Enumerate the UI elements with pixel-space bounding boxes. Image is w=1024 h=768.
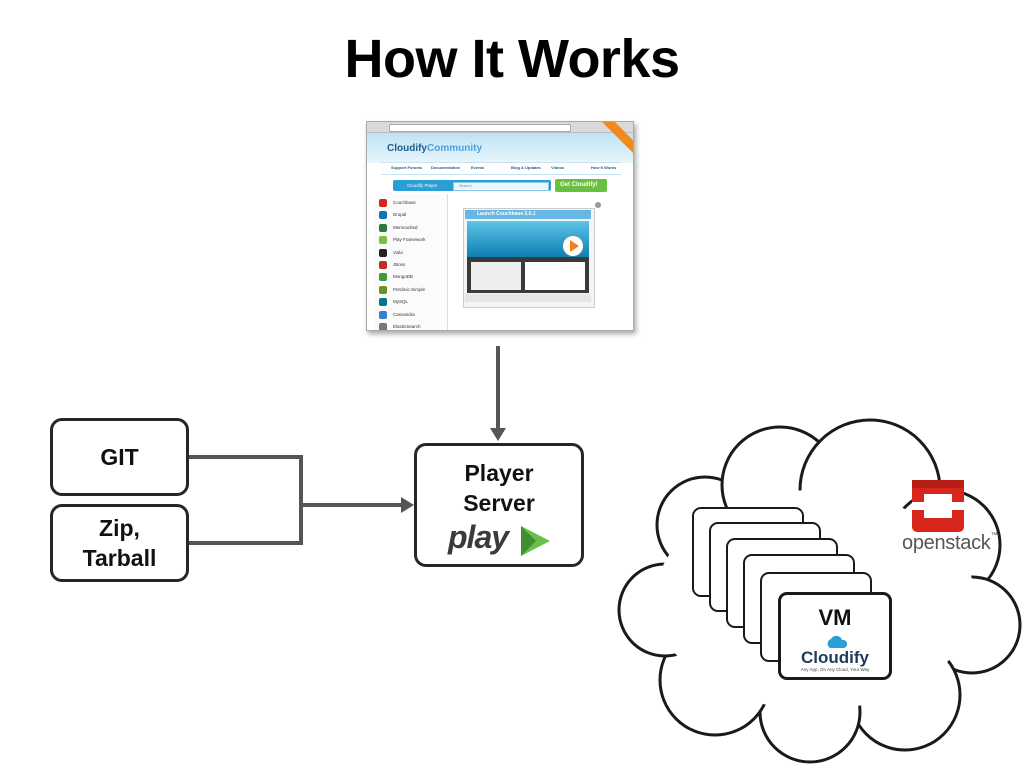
page-title: How It Works — [344, 29, 680, 89]
play-logo-text: play — [448, 519, 509, 555]
app-icon — [379, 310, 387, 319]
play-video-triangle — [570, 240, 579, 252]
app-list-item[interactable]: Couchbase — [393, 200, 416, 205]
app-icon — [379, 223, 387, 232]
cloudify-tagline: Any App, On Any Cloud, Your Way — [800, 667, 870, 672]
zip-label-line1: Zip, — [99, 515, 140, 541]
app-list-item[interactable]: Memcached — [393, 224, 418, 230]
get-cloudify-button[interactable] — [555, 179, 607, 192]
app-icon — [379, 261, 387, 269]
app-list-item[interactable]: Voila — [393, 249, 403, 255]
brand-part1: Cloudify — [387, 143, 427, 154]
app-icon — [379, 236, 387, 245]
app-sidebar — [375, 194, 448, 330]
app-list-item[interactable]: ElasticSearch — [393, 324, 421, 329]
app-icon — [379, 273, 387, 282]
app-icon — [379, 211, 387, 220]
git-source-box: GIT — [50, 418, 189, 496]
app-list-item[interactable]: MongoDB — [393, 274, 414, 280]
launch-title-bar — [465, 210, 591, 219]
screenshot-nav-item[interactable]: Documentation — [431, 165, 461, 170]
help-icon[interactable] — [595, 202, 601, 208]
player-server-box: Player Server play — [414, 443, 584, 567]
player-label-line1: Player — [464, 460, 534, 486]
openstack-logo-icon — [912, 480, 964, 532]
app-icon — [379, 285, 387, 294]
zip-connector-h — [189, 541, 303, 545]
app-list-item[interactable]: JBoss — [393, 262, 406, 267]
panel-footer — [465, 294, 591, 302]
search-input[interactable] — [453, 182, 549, 191]
to-player-connector — [303, 503, 403, 507]
zip-tarball-source-box: Zip, Tarball — [50, 504, 189, 582]
console-pane — [471, 262, 521, 290]
get-cloudify-label: Get Cloudify! — [560, 182, 598, 188]
openstack-label: openstack™ — [902, 532, 997, 555]
app-list-item[interactable]: Cassandra — [393, 311, 415, 317]
search-placeholder: Search — [459, 183, 472, 188]
screenshot-to-player-arrowhead — [490, 428, 506, 441]
site-header — [367, 133, 633, 163]
screenshot-nav-item[interactable]: How It Works — [591, 165, 617, 170]
git-label: GIT — [100, 444, 139, 470]
screenshot-nav-item[interactable]: Events — [471, 165, 485, 170]
address-bar — [389, 124, 571, 132]
vm-label: VM — [818, 605, 852, 630]
cloudify-cloud-icon — [827, 635, 848, 648]
site-logo: CloudifyCommunity — [387, 143, 482, 154]
app-list-item[interactable]: MySQL — [393, 299, 409, 305]
launch-title: Launch Couchbase 2.0.1 — [477, 211, 536, 217]
merge-connector-v — [299, 455, 303, 545]
app-list-item[interactable]: Drupal — [393, 212, 407, 218]
git-connector-h — [189, 455, 303, 459]
app-list-item[interactable]: Play Framework — [393, 237, 426, 243]
screenshot-to-player-connector — [496, 346, 500, 430]
player-label: Cloudify Player — [407, 183, 438, 188]
app-icon — [379, 298, 387, 307]
cloudify-logo-text: Cloudify — [801, 648, 869, 667]
zip-label-line2: Tarball — [82, 545, 157, 571]
to-player-arrowhead — [401, 497, 414, 513]
trademark-mark: ™ — [990, 532, 998, 539]
screenshot-nav-item[interactable]: Support Forums — [391, 165, 423, 170]
app-icon — [379, 199, 387, 207]
play-framework-logo: play — [444, 519, 554, 558]
app-list-item[interactable]: Petclinic-Simple — [393, 286, 426, 292]
brand-part2: Community — [427, 143, 482, 154]
app-icon — [379, 248, 387, 257]
openstack-text: openstack — [902, 532, 991, 554]
vm-card: VM Cloudify Any App, On Any Cloud, Your … — [778, 592, 892, 680]
screenshot-nav-item[interactable]: Videos — [551, 165, 565, 170]
player-label-line2: Server — [463, 490, 535, 516]
console-form — [525, 262, 585, 290]
cloudify-player-screenshot: CloudifyCommunity Cloudify Player Search… — [366, 121, 634, 331]
play-logo-icon — [521, 526, 550, 556]
nav-row — [381, 162, 621, 175]
screenshot-nav-item[interactable]: Blog & Updates — [511, 165, 541, 170]
app-icon — [379, 323, 387, 330]
